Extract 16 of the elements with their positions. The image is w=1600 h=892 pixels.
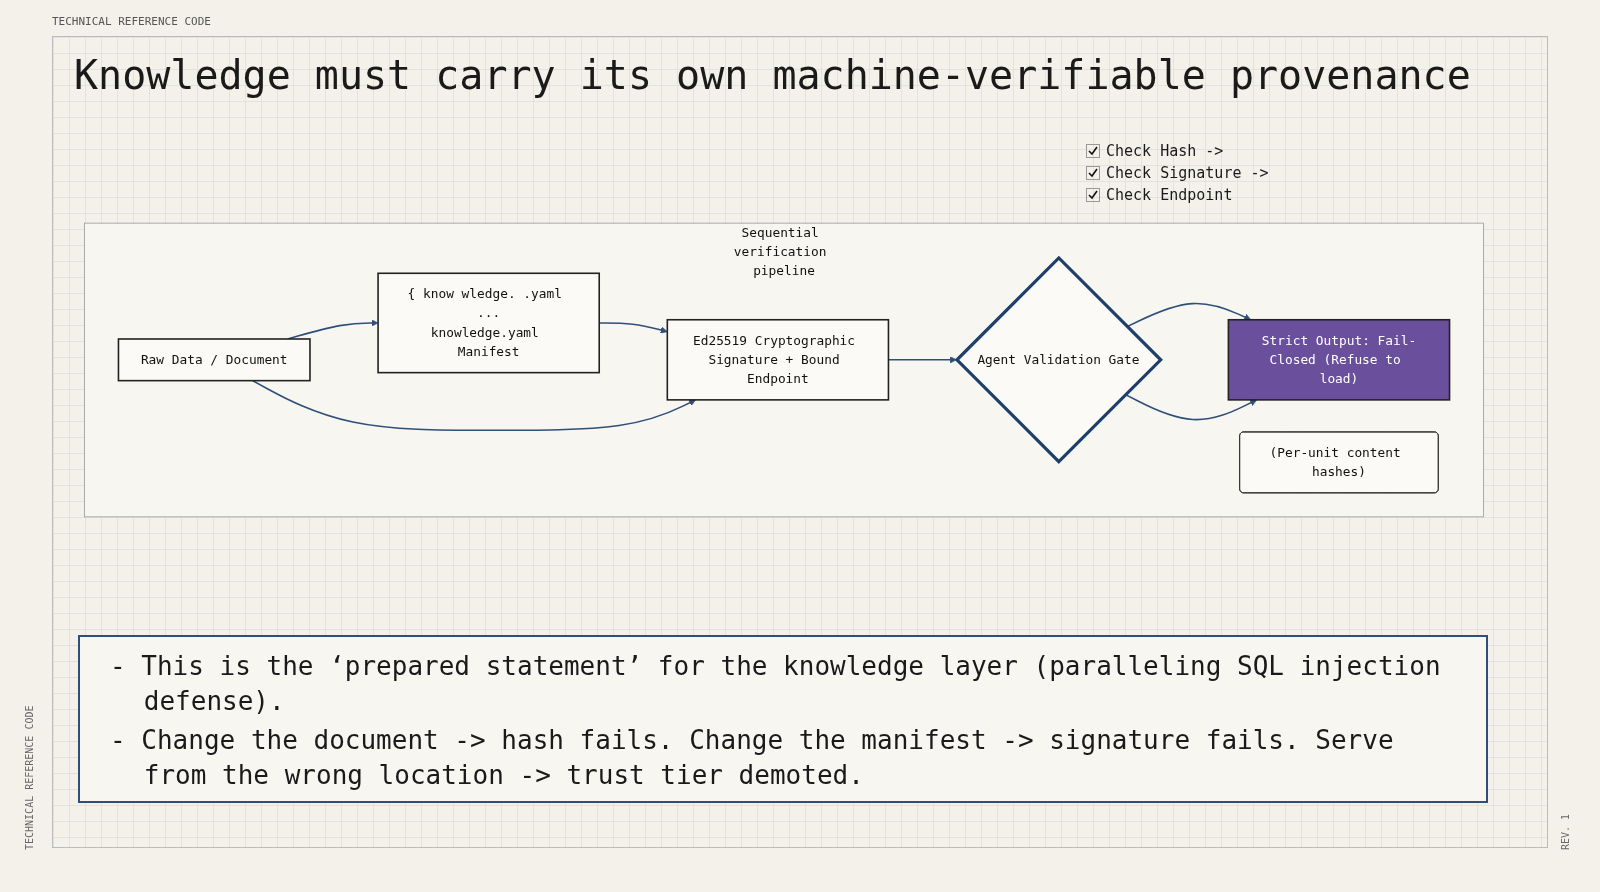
node-box: Strict Output: Fail-Closed (Refuse to load) <box>1227 318 1451 401</box>
reference-code-label: TECHNICAL REFERENCE CODE <box>52 15 211 28</box>
node-box: { know wledge. .yaml ... knowledge.yaml Manifest <box>377 272 600 374</box>
check-item: Check Endpoint <box>1106 185 1233 206</box>
node-diamond: Agent Validation Gate <box>954 255 1163 464</box>
node-box: Ed25519 Cryptographic Signature + Bound Endpoint <box>666 318 890 401</box>
note-text: - Change the document -> hash fails. Change the manifest -> signature fails. Serve from the wrong location -> trust tier demoted. <box>110 724 1395 792</box>
revision-label: REV. 1 <box>1560 813 1571 850</box>
reference-code-label: TECHNICAL REFERENCE CODE <box>24 705 35 850</box>
arrow <box>251 379 697 432</box>
arrow <box>1126 302 1252 328</box>
node-box: Raw Data / Document <box>117 338 311 382</box>
check-item: Check Hash -> <box>1106 141 1224 162</box>
check-item: Check Signature -> <box>1106 163 1269 184</box>
note-text: - This is the ‘prepared statement’ for the knowledge layer (paralleling SQL injection defense). <box>110 650 1442 718</box>
title: Knowledge must carry its own machine-verifiable provenance <box>74 52 1471 98</box>
